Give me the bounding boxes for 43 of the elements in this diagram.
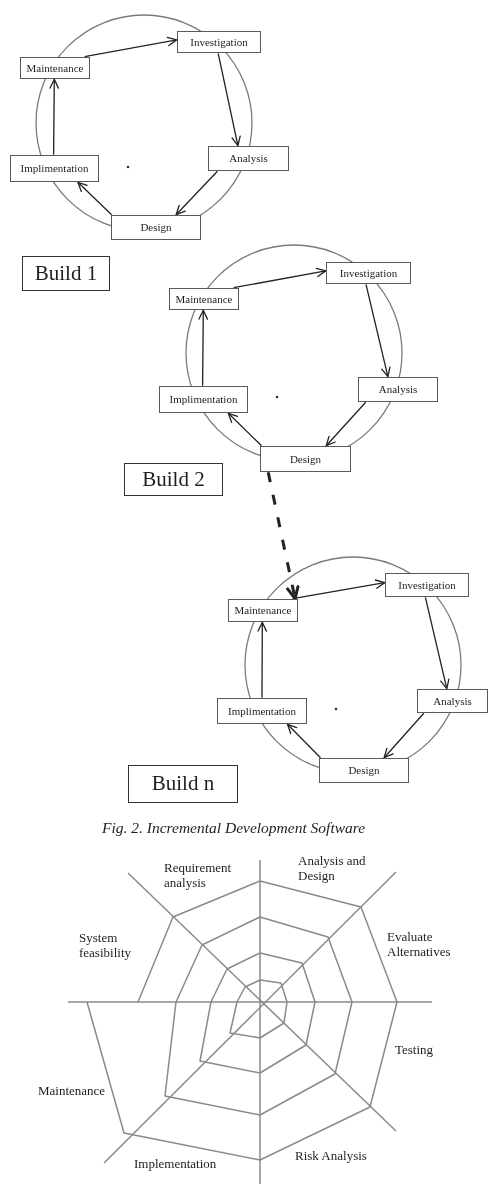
phase-box: Investigation bbox=[326, 262, 411, 284]
arrow bbox=[424, 596, 450, 690]
phase-box: Design bbox=[319, 758, 409, 783]
arrow bbox=[365, 283, 391, 378]
phase-box: Investigation bbox=[385, 573, 469, 597]
axis-label: Maintenance bbox=[38, 1084, 106, 1099]
phase-box: Implimentation bbox=[159, 386, 248, 413]
build-label-box: Build n bbox=[128, 765, 238, 803]
axis-label: Testing bbox=[395, 1043, 434, 1058]
axis-label: Requirement analysis bbox=[164, 861, 233, 891]
phase-box: Implimentation bbox=[217, 698, 307, 724]
phase-box: Analysis bbox=[358, 377, 438, 402]
axis-label: System feasibility bbox=[79, 931, 132, 961]
axis-label: Implementation bbox=[134, 1157, 217, 1172]
axis-label: Analysis and Design bbox=[298, 854, 367, 884]
arrow bbox=[227, 412, 263, 447]
arrow bbox=[83, 36, 178, 58]
build-label-box: Build 1 bbox=[22, 256, 110, 291]
arrow bbox=[232, 267, 327, 289]
axis-label: Evaluate Alternatives bbox=[387, 930, 452, 960]
arrow bbox=[257, 621, 268, 699]
dashed-arrow bbox=[266, 472, 300, 601]
phase-box: Implimentation bbox=[10, 155, 99, 182]
phase-box: Design bbox=[260, 446, 351, 472]
arrow bbox=[77, 181, 113, 216]
arrow bbox=[175, 170, 219, 216]
arrow bbox=[217, 52, 241, 147]
arrow bbox=[325, 401, 367, 447]
phase-box: Design bbox=[111, 215, 201, 240]
phase-box: Maintenance bbox=[169, 288, 239, 310]
phase-box: Analysis bbox=[417, 689, 488, 713]
phase-box: Investigation bbox=[177, 31, 261, 53]
phase-box: Analysis bbox=[208, 146, 289, 171]
arrow bbox=[286, 723, 322, 759]
arrow bbox=[198, 309, 209, 387]
phase-box: Maintenance bbox=[228, 599, 298, 622]
phase-box: Maintenance bbox=[20, 57, 90, 79]
figure-caption: Fig. 2. Incremental Development Software bbox=[102, 819, 366, 837]
build-label-box: Build 2 bbox=[124, 463, 223, 496]
arrow bbox=[292, 579, 386, 600]
axis-label: Risk Analysis bbox=[295, 1149, 367, 1164]
arrow bbox=[49, 78, 60, 156]
arrow bbox=[383, 712, 425, 759]
